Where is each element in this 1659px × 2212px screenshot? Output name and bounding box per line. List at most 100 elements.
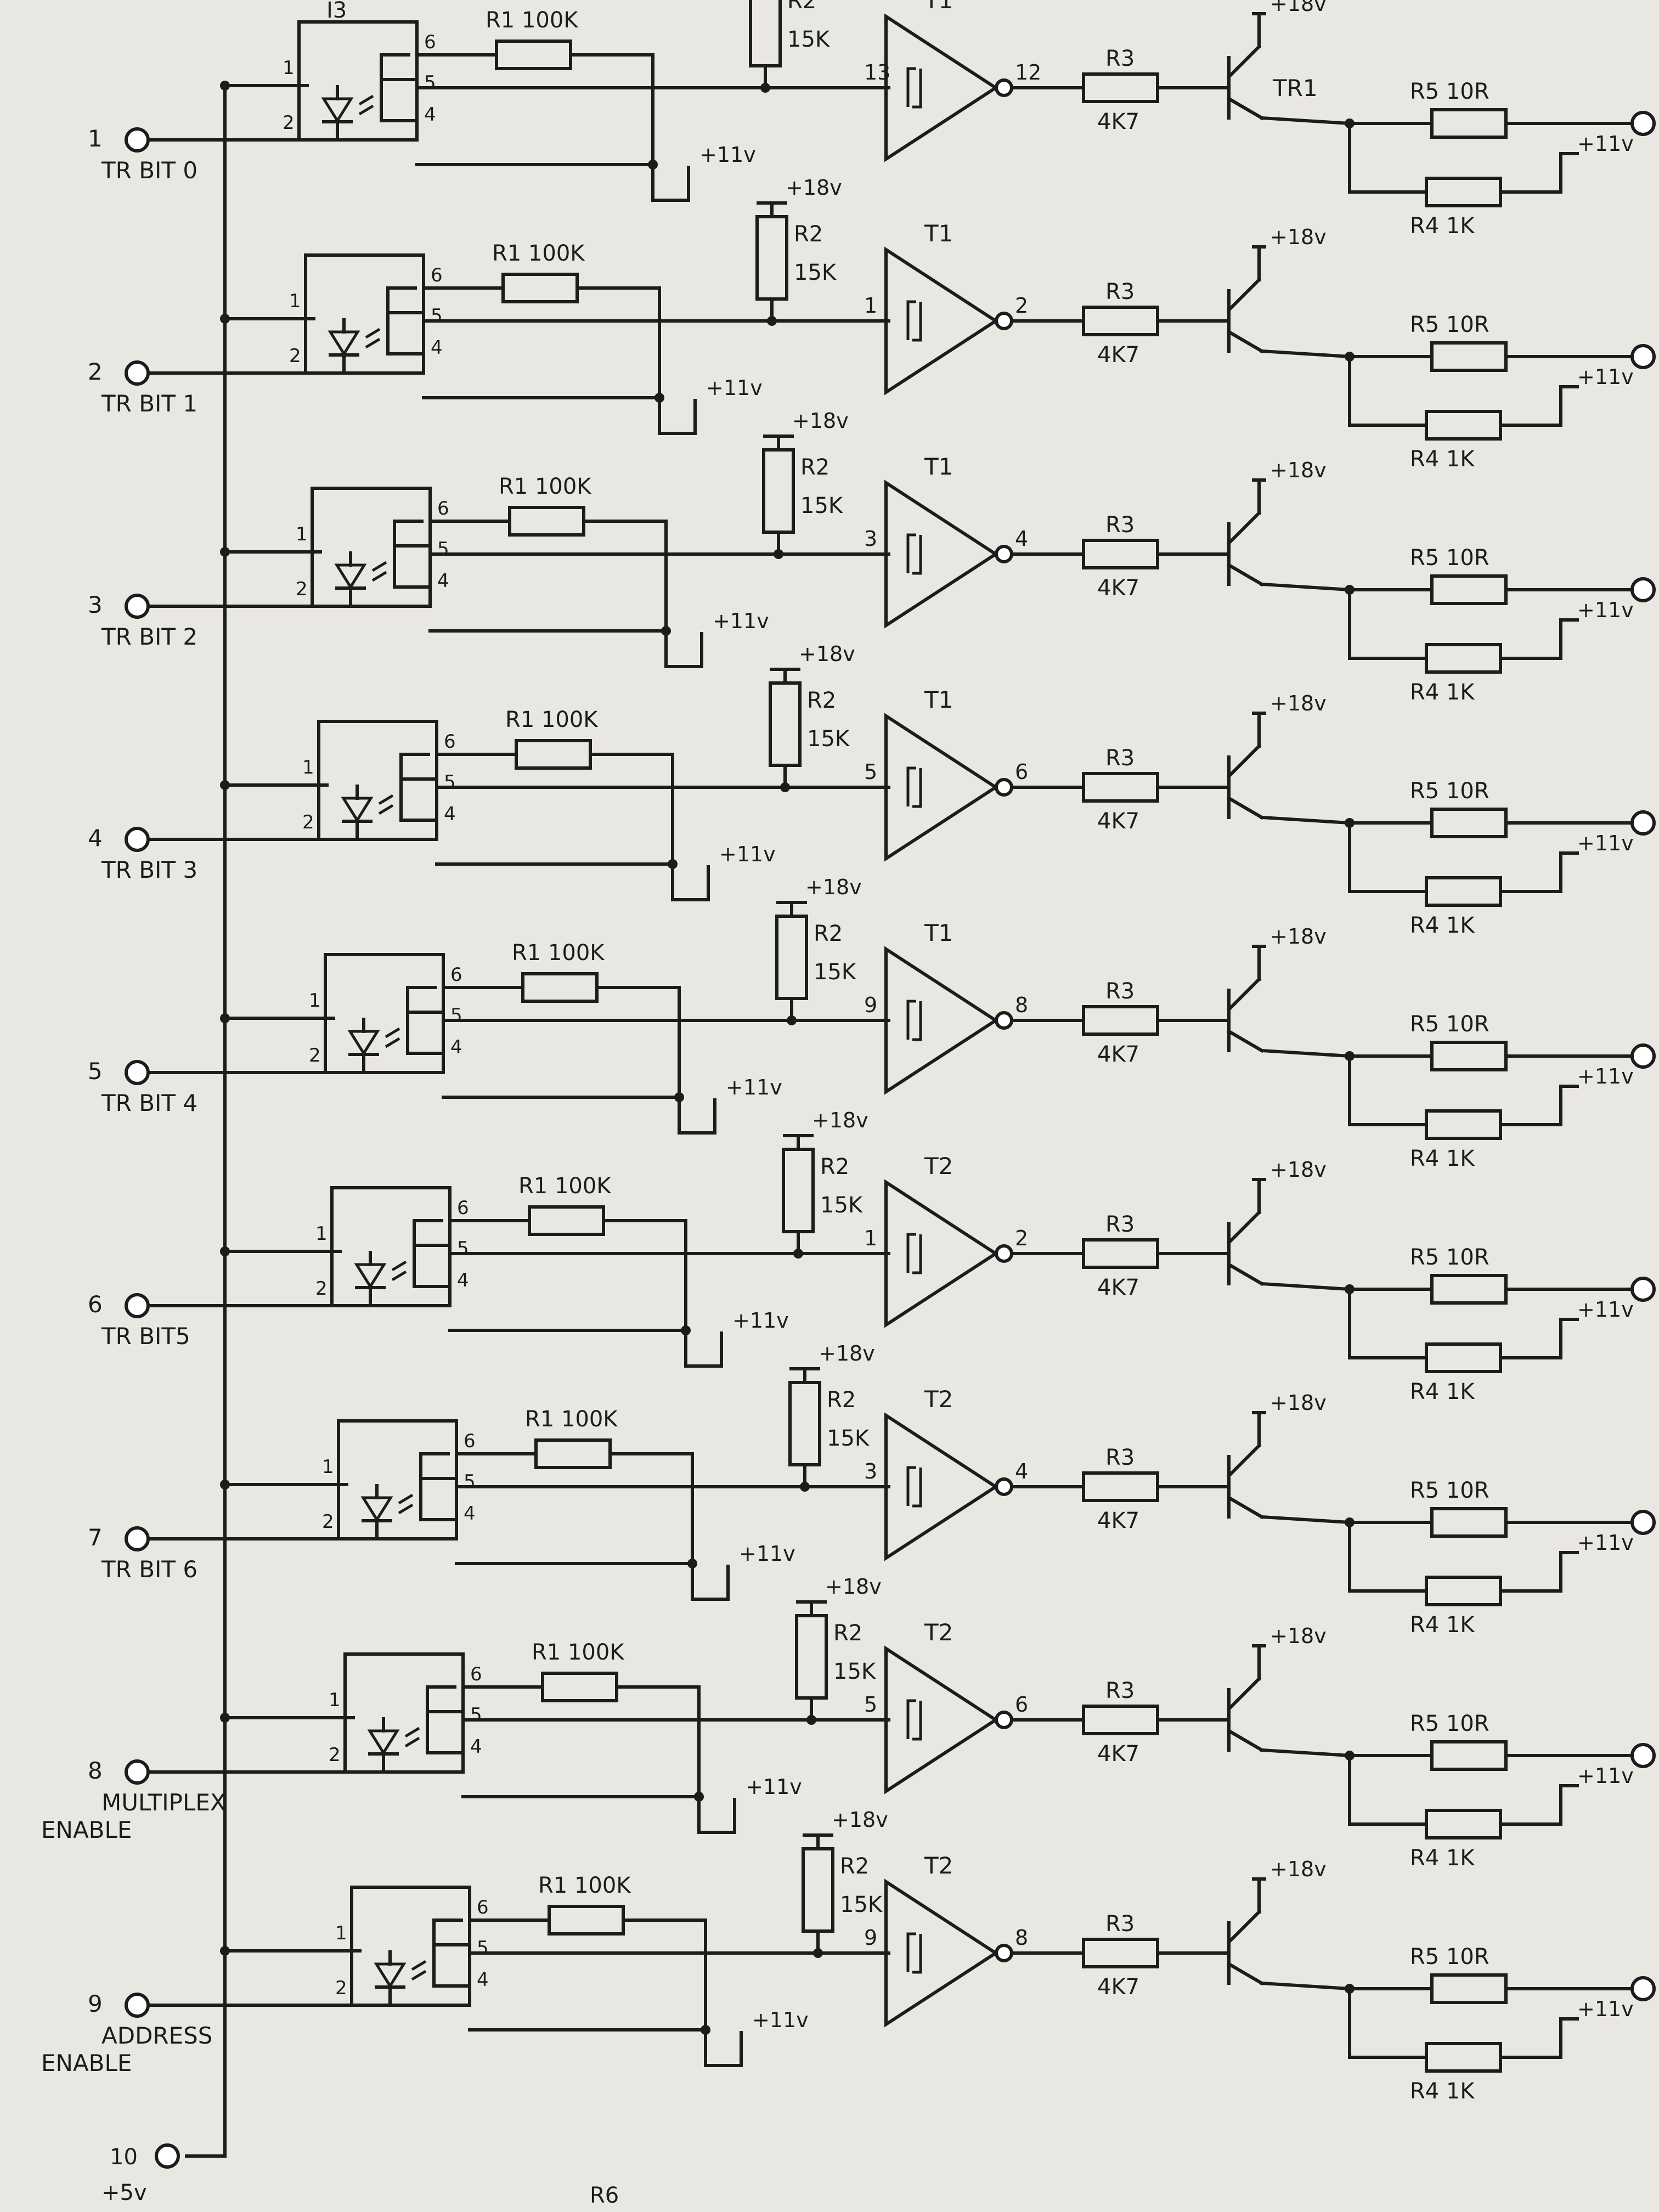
- schmitt-icon: [906, 1000, 922, 1041]
- schmitt-icon: [906, 1699, 922, 1741]
- opto-pin-2: 2: [309, 1045, 321, 1066]
- input-label: TR BIT 4: [101, 1090, 198, 1116]
- opto-pin-5: 5: [444, 771, 456, 793]
- resistor-r3: [1082, 539, 1159, 569]
- r5-label: R5 10R: [1410, 545, 1489, 571]
- r4-label: R4 1K: [1410, 1612, 1475, 1638]
- v11-label: +11v: [706, 376, 763, 400]
- r3-label: R3: [1105, 746, 1135, 771]
- r4-supply-return: [1499, 1085, 1579, 1126]
- r4-v11-label: +11v: [1577, 132, 1634, 156]
- r3-value: 4K7: [1097, 342, 1139, 368]
- inverter-bubble: [995, 78, 1013, 97]
- resistor-r4: [1425, 643, 1502, 674]
- r4-v11-label: +11v: [1577, 598, 1634, 622]
- transistor-emitter: [1226, 329, 1265, 354]
- resistor-r5: [1430, 1274, 1508, 1305]
- r2-value: 15K: [827, 1426, 870, 1451]
- inverter-bubble: [995, 1477, 1013, 1496]
- opto-pin-4: 4: [457, 1269, 469, 1291]
- output-terminal: [1630, 1743, 1656, 1768]
- supply-11v-return: [651, 163, 690, 202]
- supply-11v-return: [697, 1795, 736, 1834]
- r3-value: 4K7: [1097, 1508, 1139, 1533]
- opto-pin-5: 5: [431, 305, 443, 327]
- v11-label: +11v: [699, 143, 756, 167]
- r4-v11-label: +11v: [1577, 365, 1634, 389]
- opto-pin-2: 2: [289, 345, 301, 367]
- v18-label: +18v: [799, 642, 855, 666]
- transistor-v18-label: +18v: [1270, 1857, 1327, 1881]
- input-terminal: [125, 1993, 150, 2018]
- input-pin-number: 1: [88, 125, 103, 152]
- supply-11v-return: [704, 2028, 743, 2067]
- v11-label: +11v: [726, 1075, 782, 1099]
- v11-label: +11v: [732, 1308, 789, 1333]
- transistor-emitter: [1226, 1262, 1265, 1286]
- input-pin-number: 7: [88, 1524, 103, 1551]
- schmitt-icon: [906, 533, 922, 575]
- resistor-r4: [1425, 1576, 1502, 1606]
- output-terminal: [1630, 1976, 1656, 2001]
- resistor-r3: [1082, 1471, 1159, 1502]
- inverter-bubble: [995, 1711, 1013, 1729]
- resistor-r5: [1430, 108, 1508, 139]
- schmitt-icon: [906, 1466, 922, 1508]
- opto-pin-4: 4: [450, 1036, 462, 1058]
- led-icon: [374, 1962, 407, 1989]
- opto-pin-1: 1: [309, 990, 321, 1012]
- opto-pin-6: 6: [444, 731, 456, 753]
- light-arrows-icon: [365, 328, 381, 349]
- input-pin-number: 9: [88, 1990, 103, 2017]
- input-pin-number: 8: [88, 1757, 103, 1784]
- output-terminal: [1630, 344, 1656, 369]
- v11-label: +11v: [746, 1775, 802, 1799]
- r3-label: R3: [1105, 1911, 1135, 1937]
- resistor-r3: [1082, 306, 1159, 336]
- resistor-r5: [1430, 808, 1508, 838]
- opto-pin-1: 1: [289, 290, 301, 312]
- supply-label: +5v: [101, 2180, 147, 2205]
- input-terminal: [125, 1293, 150, 1318]
- input-terminal: [125, 127, 150, 153]
- r4-label: R4 1K: [1410, 1146, 1475, 1171]
- resistor-r3: [1082, 1005, 1159, 1036]
- supply-bus: 10 +5v: [101, 86, 227, 2205]
- r4-supply-return: [1499, 851, 1579, 893]
- gate-label: T1: [924, 220, 953, 247]
- output-terminal: [1630, 577, 1656, 602]
- light-arrows-icon: [411, 1960, 427, 1981]
- r1-label: R1 100K: [492, 241, 585, 266]
- opto-pin-5: 5: [424, 72, 436, 94]
- footer-label: R6: [590, 2183, 619, 2208]
- gate-input-pin: 3: [864, 1459, 877, 1483]
- gate-output-pin: 2: [1015, 1226, 1028, 1250]
- transistor-emitter: [1226, 1961, 1265, 1986]
- gate-input-pin: 1: [864, 1226, 877, 1250]
- v11-label: +11v: [752, 2008, 809, 2032]
- supply-11v-return: [664, 629, 703, 668]
- v18-label: +18v: [812, 1108, 868, 1132]
- input-label: TR BIT 0: [101, 157, 198, 184]
- r2-label: R2: [794, 222, 823, 247]
- transistor-v18-label: +18v: [1270, 0, 1327, 16]
- r3-value: 4K7: [1097, 1042, 1139, 1067]
- opto-pin-6: 6: [424, 31, 436, 53]
- input-pin-number: 5: [88, 1058, 103, 1085]
- r3-label: R3: [1105, 1678, 1135, 1703]
- opto-pin-4: 4: [437, 570, 449, 592]
- transistor-v18-label: +18v: [1270, 691, 1327, 715]
- r2-value: 15K: [820, 1193, 864, 1218]
- resistor-r2: [775, 915, 808, 1000]
- resistor-r4: [1425, 1342, 1502, 1373]
- opto-pin-5: 5: [450, 1005, 462, 1026]
- opto-pin-5: 5: [457, 1238, 469, 1260]
- r2-value: 15K: [807, 726, 850, 752]
- resistor-r3: [1082, 1938, 1159, 1968]
